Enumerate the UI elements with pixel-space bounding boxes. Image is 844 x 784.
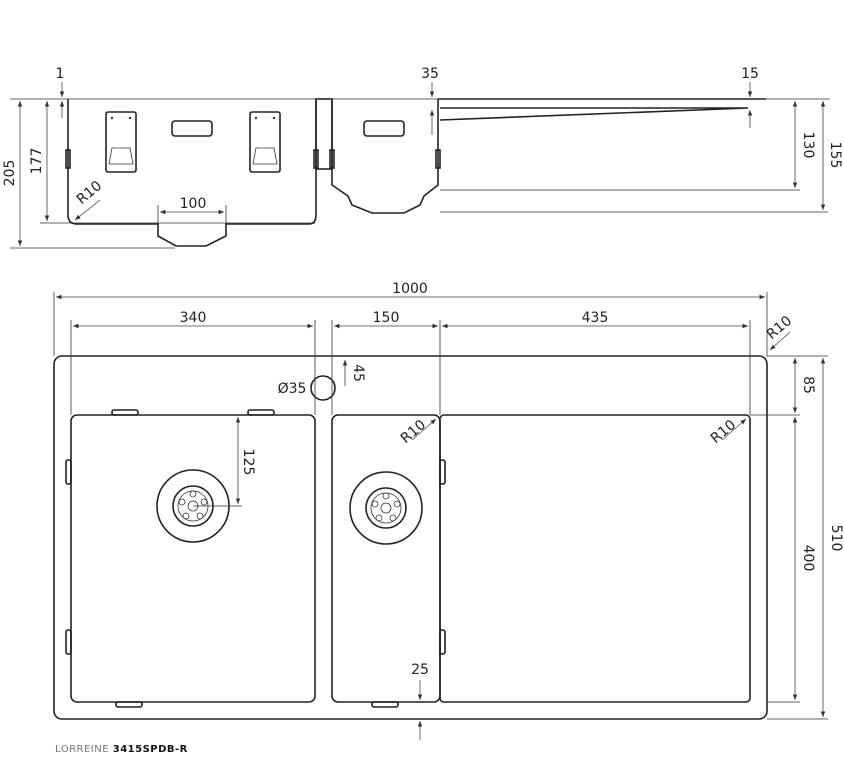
mounting-clip: [439, 629, 446, 655]
dim-label: Ø35: [278, 381, 307, 397]
dim-label: 15: [741, 66, 759, 82]
dim-label: 435: [582, 310, 609, 326]
mounting-clip: [371, 701, 399, 708]
dim-label: 340: [180, 310, 207, 326]
large-bowl-profile: [67, 99, 317, 247]
overflow-slot: [363, 120, 405, 137]
large-bowl: [70, 414, 316, 703]
mounting-clip: [65, 629, 72, 655]
brand-name: LORREINE: [55, 744, 110, 755]
mounting-clip: [65, 459, 72, 485]
mounting-bracket: [105, 111, 137, 173]
dim-label: 130: [800, 132, 816, 159]
dim-label: 125: [240, 449, 256, 476]
mounting-clip: [115, 701, 143, 708]
plan-view: 1000 340 150 435 Ø35 25 45 125 85 400 51…: [53, 281, 844, 740]
model-caption: LORREINE 3415SPDB-R: [55, 744, 188, 755]
tap-hole: [310, 375, 336, 401]
dim-label: R10: [74, 178, 105, 208]
dim-label: 35: [421, 66, 439, 82]
waste-outlet: [349, 471, 423, 545]
side-clip: [65, 149, 71, 169]
overflow-slot: [171, 120, 213, 137]
dim-label: 85: [800, 376, 816, 394]
dim-label: 400: [800, 545, 816, 572]
sink-outline: [53, 355, 768, 720]
dim-label: R10: [764, 313, 795, 343]
dim-label: 45: [350, 364, 366, 382]
small-bowl: [331, 414, 441, 703]
dim-label: 25: [411, 662, 429, 678]
dim-label: R10: [708, 417, 739, 447]
dim-label: R10: [398, 417, 429, 447]
dim-label: 205: [2, 160, 18, 187]
dim-label: 1: [56, 66, 65, 82]
dim-label: 510: [828, 525, 844, 552]
small-bowl-profile: [331, 99, 439, 214]
dim-label: 1000: [392, 281, 428, 297]
side-clip: [313, 149, 319, 169]
mounting-clip: [247, 409, 275, 416]
drainer-area: [439, 414, 751, 703]
mounting-bracket: [249, 111, 281, 173]
dim-label: 150: [373, 310, 400, 326]
mounting-clip: [111, 409, 139, 416]
mounting-clip: [439, 459, 446, 485]
dim-label: 155: [827, 142, 843, 169]
side-clip: [329, 149, 335, 169]
side-section-view: 1 35 15 100 205 177 130 155 R10: [2, 66, 843, 249]
dim-label: 177: [29, 148, 45, 175]
drainer-profile: [438, 98, 766, 121]
model-number: 3415SPDB-R: [112, 744, 188, 755]
side-clip: [435, 149, 441, 169]
dim-label: 100: [180, 196, 207, 212]
